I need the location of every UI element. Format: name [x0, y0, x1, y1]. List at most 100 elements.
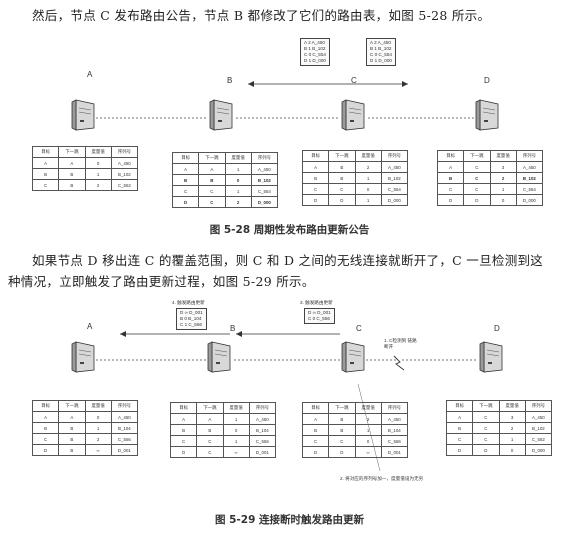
table-header-cell: 下一跳	[196, 402, 224, 414]
table-cell: B	[301, 172, 330, 184]
table-cell: D_001	[248, 446, 277, 458]
table-cell: B_104	[110, 422, 139, 434]
table-cell: 2	[84, 179, 112, 191]
table-cell: C_556	[380, 435, 409, 447]
update-packet-right: A 2 A_450 B 1 B_102 C 0 C_554 D 1 D_000	[366, 38, 396, 66]
router-b-icon	[206, 340, 232, 374]
table-cell: D	[301, 446, 330, 458]
table-cell: A_450	[380, 413, 409, 425]
table-cell: B	[31, 422, 60, 434]
table-header-cell: 序列号	[250, 152, 279, 164]
table-header-row: 目标下一跳度量值序列号	[301, 402, 409, 414]
table-cell: B	[328, 424, 356, 436]
table-header-cell: 下一跳	[198, 152, 226, 164]
table-cell: D_000	[380, 194, 409, 206]
table-cell: 0	[354, 435, 382, 447]
table-cell: B	[445, 422, 474, 434]
step-1-label: 1. C检测到 链路断开	[384, 338, 417, 349]
table-cell: 1	[222, 435, 250, 447]
table-cell: C	[472, 411, 500, 423]
table-cell: D_000	[515, 194, 544, 206]
table-cell: 0	[84, 157, 112, 169]
table-cell: C	[31, 179, 60, 191]
table-cell: D	[445, 444, 474, 456]
table-cell: B_102	[110, 168, 139, 180]
table-cell: 1	[354, 172, 382, 184]
table-cell: 2	[354, 413, 382, 425]
table-cell: C	[463, 172, 491, 184]
table-header-cell: 度量值	[84, 146, 112, 158]
table-cell: D	[472, 444, 500, 456]
table-header-cell: 目标	[171, 152, 200, 164]
step-3-label: 3. 触发路由更新	[300, 300, 333, 305]
table-cell: ∞	[222, 446, 250, 458]
figure-5-28-links	[96, 81, 474, 119]
table-header-row: 目标下一跳度量值序列号	[31, 400, 139, 412]
trigger-packet-right: D ∞ D_001 C 0 C_556	[304, 308, 335, 324]
table-header-cell: 目标	[169, 402, 198, 414]
table-cell: C	[171, 185, 200, 197]
router-a-icon	[70, 340, 96, 374]
figure-5-29-caption: 图 5-29 连接断时触发路由更新	[214, 514, 365, 526]
table-cell: A	[445, 411, 474, 423]
table-cell: 1	[222, 413, 250, 425]
table-header-row: 目标下一跳度量值序列号	[31, 146, 139, 158]
node-label-d: D	[494, 324, 500, 333]
table-cell: C	[472, 433, 500, 445]
table-cell: C	[463, 161, 491, 173]
table-cell: C_552	[110, 179, 139, 191]
table-cell: D	[463, 194, 491, 206]
paragraph-2-line-2: 种情况，立即触发了路由更新过程，如图 5-29 所示。	[8, 274, 315, 289]
table-header-row: 目标下一跳度量值序列号	[445, 400, 553, 412]
table-cell: C	[472, 422, 500, 434]
table-cell: D	[171, 196, 200, 208]
table-cell: C	[198, 196, 226, 208]
table-header-cell: 目标	[31, 400, 60, 412]
table-cell: C	[301, 435, 330, 447]
table-header-row: 目标下一跳度量值序列号	[171, 152, 279, 164]
table-cell: 2	[224, 196, 252, 208]
table-header-cell: 目标	[31, 146, 60, 158]
router-b-icon	[208, 98, 234, 132]
table-cell: B	[328, 413, 356, 425]
table-cell: D_000	[250, 196, 279, 208]
table-cell: D	[31, 444, 60, 456]
table-cell: 2	[84, 433, 112, 445]
table-cell: 1	[498, 433, 526, 445]
update-packet-left: A 2 A_450 B 1 B_102 C 0 C_554 D 1 D_000	[300, 38, 330, 66]
table-header-cell: 目标	[301, 150, 330, 162]
table-header-cell: 序列号	[248, 402, 277, 414]
table-cell: C	[436, 183, 465, 195]
table-header-cell: 度量值	[489, 150, 517, 162]
router-c-icon	[340, 340, 366, 374]
table-cell: B_104	[380, 424, 409, 436]
table-cell: ∞	[84, 444, 112, 456]
node-label-c: C	[351, 76, 357, 85]
paragraph-2-line-1: 如果节点 D 移出连 C 的覆盖范围，则 C 和 D 之间的无线连接就断开了，C…	[32, 253, 544, 268]
node-label-c: C	[356, 324, 362, 333]
paragraph-1: 然后，节点 C 发布路由公告，节点 B 都修改了它们的路由表，如图 5-28 所…	[32, 8, 491, 23]
table-cell: B_102	[524, 422, 553, 434]
node-label-b: B	[227, 76, 233, 85]
table-cell: B	[58, 422, 86, 434]
table-cell: B	[31, 168, 60, 180]
table-cell: A	[31, 157, 60, 169]
table-cell: A	[169, 413, 198, 425]
